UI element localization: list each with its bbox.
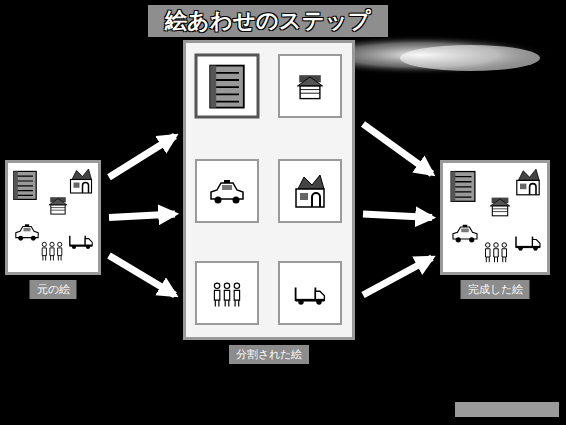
picture-ground: [440, 160, 550, 275]
frame-caption: 元の絵: [30, 280, 77, 299]
frame-caption: 分割された絵: [229, 345, 309, 364]
tile-grid: [196, 55, 341, 324]
flow-arrow: [363, 214, 432, 218]
flow-arrow: [363, 258, 432, 295]
panel-ground: [183, 40, 355, 340]
town-picture: [14, 169, 92, 261]
picture-frame: 元の絵: [5, 160, 101, 275]
corner-plate: [455, 402, 559, 417]
tile-icons: [210, 66, 324, 307]
title-banner: 絵あわせのステップ: [148, 5, 388, 37]
picture-frame: 分割された絵: [183, 40, 355, 340]
picture-ground: [5, 160, 101, 275]
flow-arrow: [363, 124, 432, 174]
frame-caption: 完成した絵: [461, 280, 530, 299]
flow-arrow: [109, 136, 175, 177]
picture-frame: 完成した絵: [440, 160, 550, 275]
flow-arrow: [109, 214, 175, 218]
glow-swoosh: [400, 45, 540, 71]
town-picture: [451, 169, 540, 262]
flow-arrow: [109, 255, 175, 295]
